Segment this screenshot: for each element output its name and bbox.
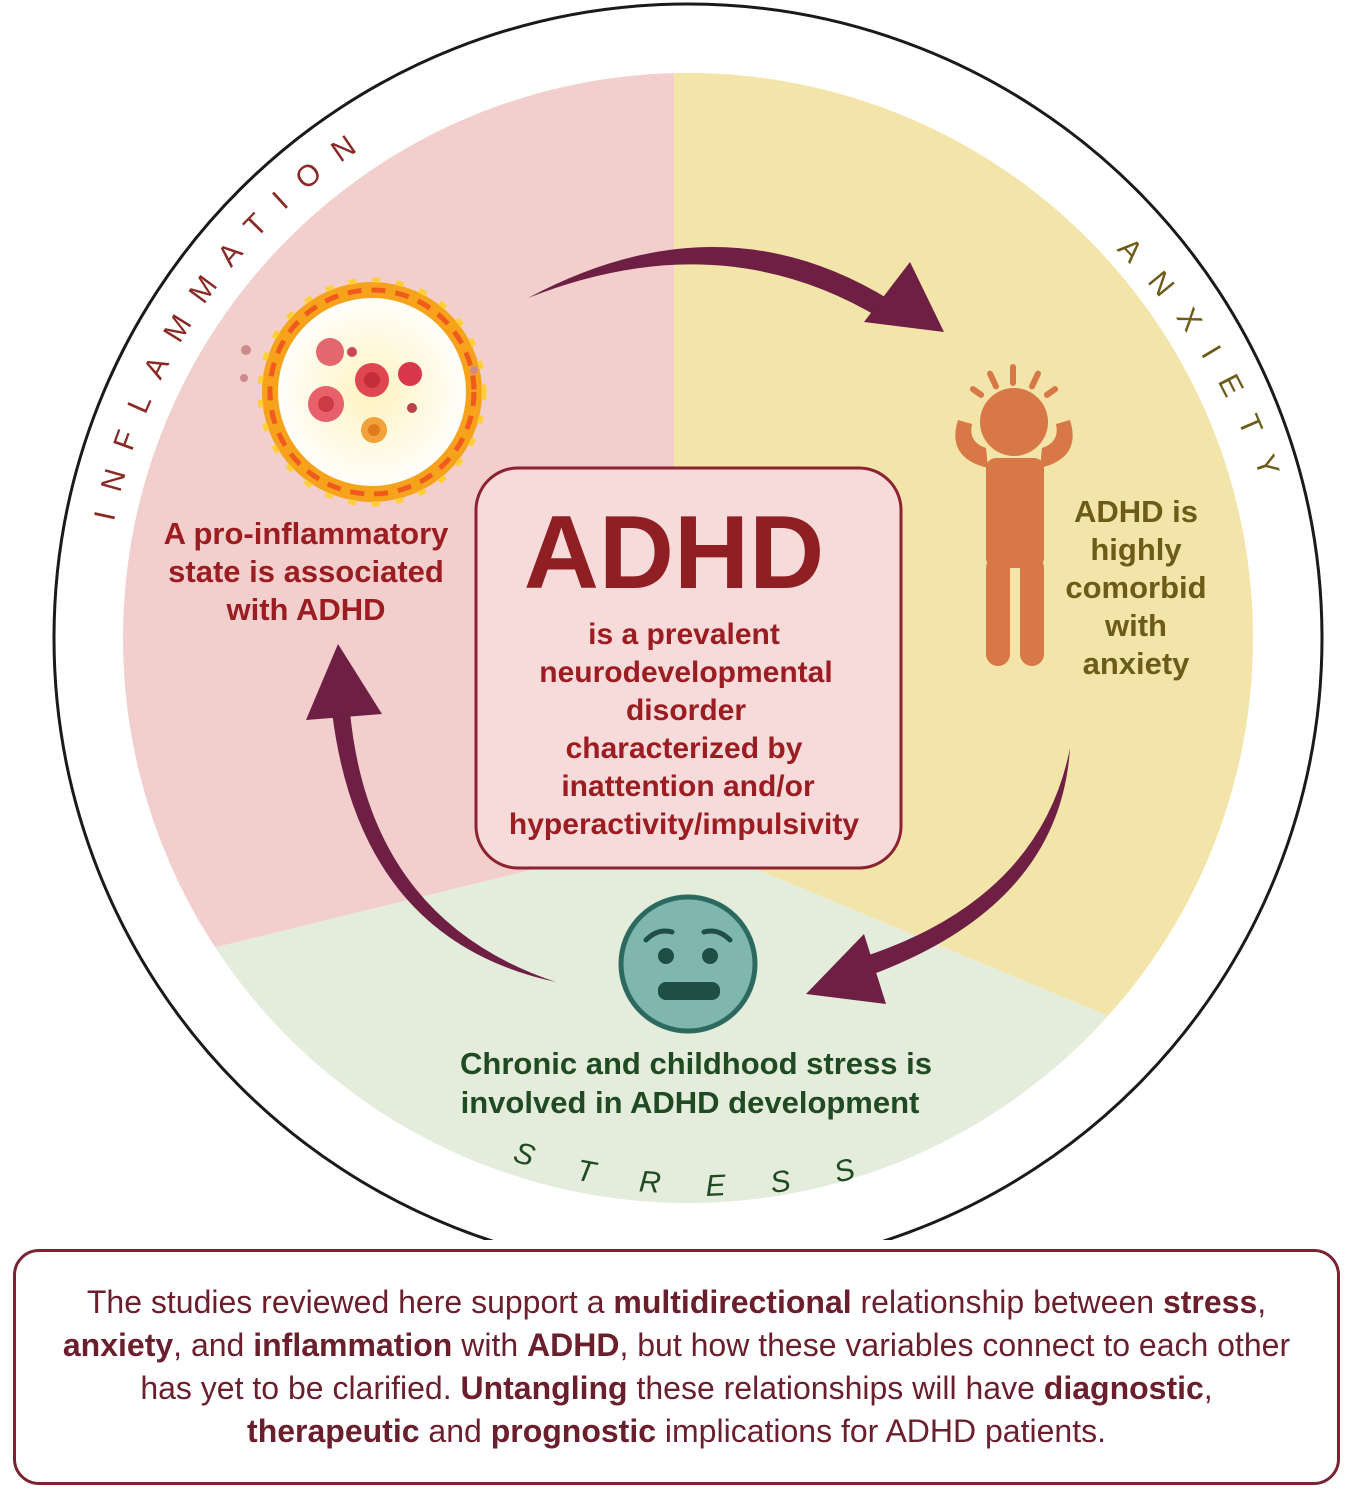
worried-face-icon [618, 894, 758, 1034]
summary-segment: , and [173, 1327, 254, 1363]
summary-keyword: therapeutic [247, 1413, 420, 1449]
summary-box: The studies reviewed here support a mult… [13, 1249, 1340, 1485]
inflamed-cells-fire-ring-icon [240, 277, 487, 507]
summary-segment: and [419, 1413, 491, 1449]
definition-line-6: hyperactivity/impulsivity [509, 808, 859, 841]
summary-keyword: Untangling [460, 1370, 628, 1406]
arrow-inflammation-to-anxiety [528, 246, 890, 318]
arrowhead-inflammation [306, 644, 382, 720]
inflammation-caption: A pro-inflammatory state is associated w… [164, 516, 450, 627]
anxiety-line-4: with [1104, 608, 1167, 643]
summary-keyword: multidirectional [613, 1284, 852, 1320]
center-box-frame [474, 466, 903, 870]
arrow-stress-to-inflammation [332, 712, 556, 982]
definition-line-1: is a prevalent [588, 618, 780, 651]
inflammation-line-3: with ADHD [226, 592, 386, 627]
summary-keyword: diagnostic [1043, 1370, 1204, 1406]
stress-line-1: Chronic and childhood stress is [460, 1046, 932, 1081]
arrow-anxiety-to-stress [860, 748, 1070, 976]
summary-segment: these relationships will have [627, 1370, 1044, 1406]
anxiety-caption: ADHD is highly comorbid with anxiety [1065, 494, 1206, 681]
adhd-cycle-diagram: INFLAMMATION ANXIETY STRESS A pro-in [52, 2, 1324, 1240]
anxiety-line-5: anxiety [1083, 646, 1191, 681]
inflammation-line-1: A pro-inflammatory [164, 516, 450, 551]
summary-segment: relationship between [851, 1284, 1163, 1320]
summary-keyword: inflammation [253, 1327, 453, 1363]
adhd-definition: is a prevalent neurodevelopmental disord… [509, 618, 859, 841]
adhd-title: ADHD [524, 495, 824, 611]
summary-text: The studies reviewed here support a mult… [56, 1281, 1297, 1453]
arrowhead-stress [806, 934, 886, 1004]
inflammation-line-2: state is associated [168, 554, 444, 589]
definition-line-4: characterized by [566, 732, 803, 765]
definition-line-3: disorder [626, 694, 746, 727]
summary-keyword: prognostic [490, 1413, 657, 1449]
anxious-person-icon [955, 364, 1073, 666]
anxiety-line-2: highly [1090, 532, 1182, 567]
summary-keyword: anxiety [62, 1327, 174, 1363]
anxiety-line-3: comorbid [1065, 570, 1206, 605]
cycle-arrows [306, 246, 1070, 1004]
definition-line-5: inattention and/or [561, 770, 815, 803]
adhd-center-box: ADHD is a prevalent neurodevelopmental d… [474, 466, 903, 870]
arrowhead-anxiety [864, 262, 944, 332]
definition-line-2: neurodevelopmental [539, 656, 832, 689]
summary-keyword: stress [1162, 1284, 1258, 1320]
anxiety-line-1: ADHD is [1074, 494, 1198, 529]
summary-segment: , but how these variables connect to eac… [140, 1327, 1291, 1406]
stress-caption: Chronic and childhood stress is involved… [460, 1046, 932, 1120]
stress-line-2: involved in ADHD development [461, 1085, 920, 1120]
summary-segment: The studies reviewed here support a [86, 1284, 614, 1320]
summary-segment: , [1203, 1370, 1213, 1406]
summary-keyword: ADHD [527, 1327, 620, 1363]
summary-segment: implications for ADHD patients. [656, 1413, 1106, 1449]
summary-segment: , [1257, 1284, 1267, 1320]
summary-segment: with [452, 1327, 528, 1363]
